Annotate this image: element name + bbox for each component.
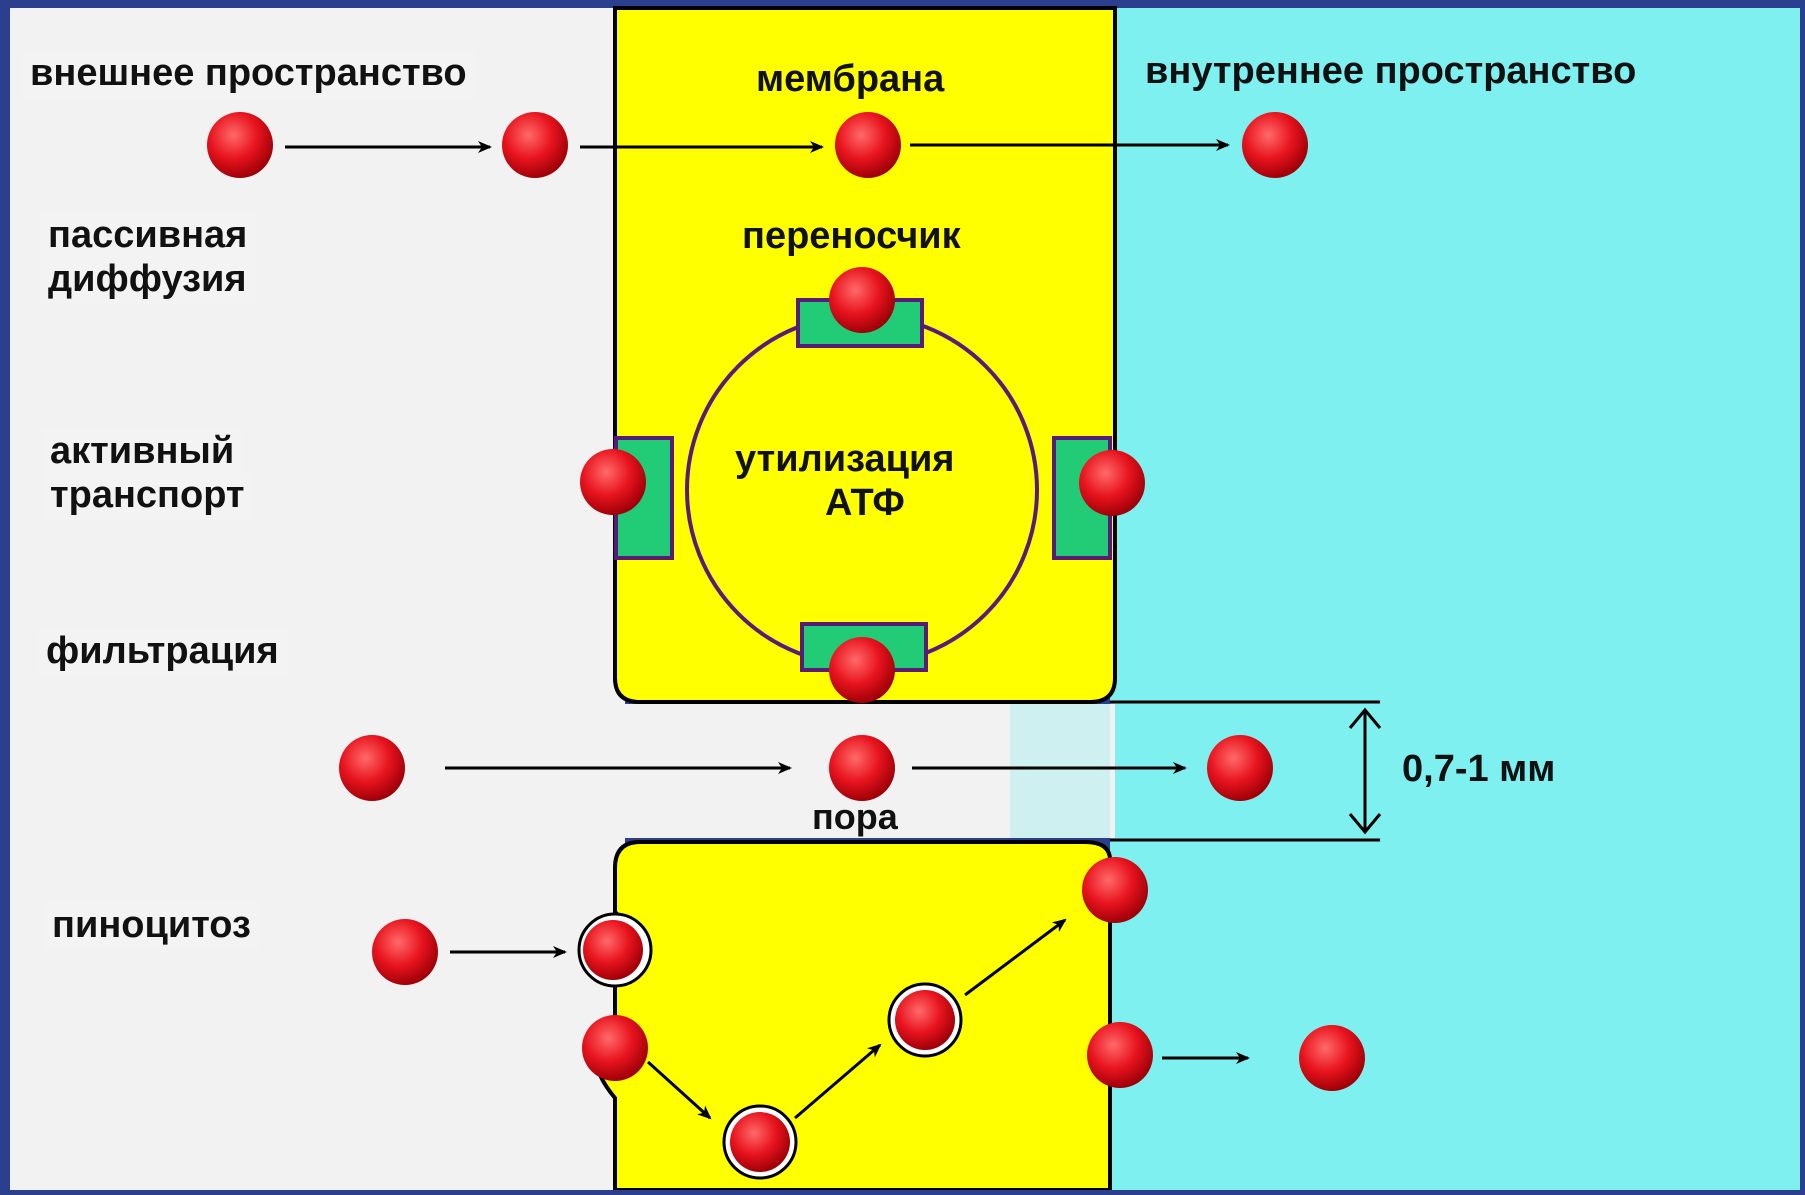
particle	[372, 919, 438, 985]
inner-space-region	[1110, 8, 1800, 1190]
particle	[829, 735, 895, 801]
arrow-pino-3	[794, 1043, 882, 1120]
inner-space-label: внутреннее пространство	[1145, 50, 1637, 92]
pore-size-arrowhead-down	[1348, 813, 1382, 835]
atp-label-1: утилизация	[735, 438, 955, 480]
pore-label: пора	[812, 796, 898, 837]
passive-diffusion-label-1: пассивная	[40, 212, 256, 260]
membrane-upper	[613, 6, 1117, 704]
pore-channel-diffuse	[1010, 704, 1110, 838]
particle	[829, 267, 895, 333]
particle	[835, 112, 901, 178]
filtration-label: фильтрация	[38, 628, 287, 676]
particle	[829, 637, 895, 703]
particle	[502, 112, 568, 178]
carrier-label: переносчик	[742, 215, 961, 257]
particle	[1207, 735, 1273, 801]
particle	[1087, 1022, 1153, 1088]
particle	[582, 1015, 648, 1081]
particle	[1082, 857, 1148, 923]
outer-space-label: внешнее пространство	[22, 50, 475, 98]
particle	[339, 735, 405, 801]
particle	[1299, 1025, 1365, 1091]
atp-label-2: АТФ	[825, 482, 905, 524]
particle	[580, 449, 646, 515]
pore-size-arrowhead-up	[1348, 707, 1382, 729]
membrane-label: мембрана	[756, 58, 945, 100]
arrows	[285, 139, 1250, 1120]
particles	[207, 112, 1365, 1172]
pore-size-label: 0,7-1 мм	[1402, 748, 1556, 790]
pinocytosis-label: пиноцитоз	[44, 902, 259, 950]
particle	[895, 990, 955, 1050]
particle	[207, 112, 273, 178]
arrow-pino-2	[646, 1060, 712, 1120]
active-transport-label-2: транспорт	[42, 472, 253, 520]
active-transport-label-1: активный	[42, 428, 243, 476]
particle	[1079, 450, 1145, 516]
membrane-lower	[593, 840, 1132, 1192]
arrow-pino-4	[964, 918, 1067, 997]
particle	[583, 920, 643, 980]
passive-diffusion-label-2: диффузия	[40, 256, 255, 304]
particle	[1242, 112, 1308, 178]
outer-space-region	[10, 8, 625, 1190]
particle	[730, 1112, 790, 1172]
